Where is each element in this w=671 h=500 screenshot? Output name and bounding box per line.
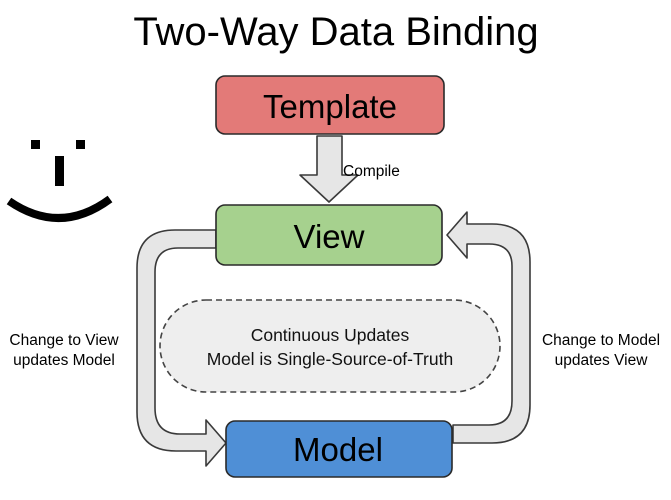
diagram-title: Two-Way Data Binding — [133, 10, 538, 54]
model-box-label: Model — [293, 431, 383, 468]
center-note: Continuous Updates Model is Single-Sourc… — [159, 299, 501, 393]
left-label-line1: Change to View — [9, 332, 119, 349]
center-note-line2: Model is Single-Source-of-Truth — [207, 349, 453, 369]
template-box: Template — [215, 75, 445, 135]
right-side-label: Change to Model updates View — [542, 332, 660, 369]
compile-arrow — [299, 135, 359, 203]
right-label-line1: Change to Model — [542, 332, 660, 349]
view-box: View — [215, 204, 443, 266]
right-loop-arrow — [446, 211, 531, 444]
template-box-label: Template — [263, 88, 397, 125]
smiley-face-icon — [6, 140, 113, 222]
view-box-label: View — [294, 218, 365, 255]
loop-arrow-icon — [446, 211, 531, 444]
loop-arrow-icon — [136, 229, 227, 467]
right-label-line2: updates View — [555, 352, 649, 369]
left-loop-arrow — [136, 229, 227, 467]
template-box-rect — [215, 75, 445, 135]
down-arrow-icon — [299, 135, 359, 203]
view-box-rect — [215, 204, 443, 266]
model-box: Model — [225, 420, 453, 478]
model-box-rect — [225, 420, 453, 478]
center-note-pill — [159, 299, 501, 393]
center-note-line1: Continuous Updates — [251, 325, 410, 345]
left-side-label: Change to View updates Model — [9, 332, 119, 369]
left-label-line2: updates Model — [13, 352, 115, 369]
compile-label: Compile — [343, 163, 400, 180]
